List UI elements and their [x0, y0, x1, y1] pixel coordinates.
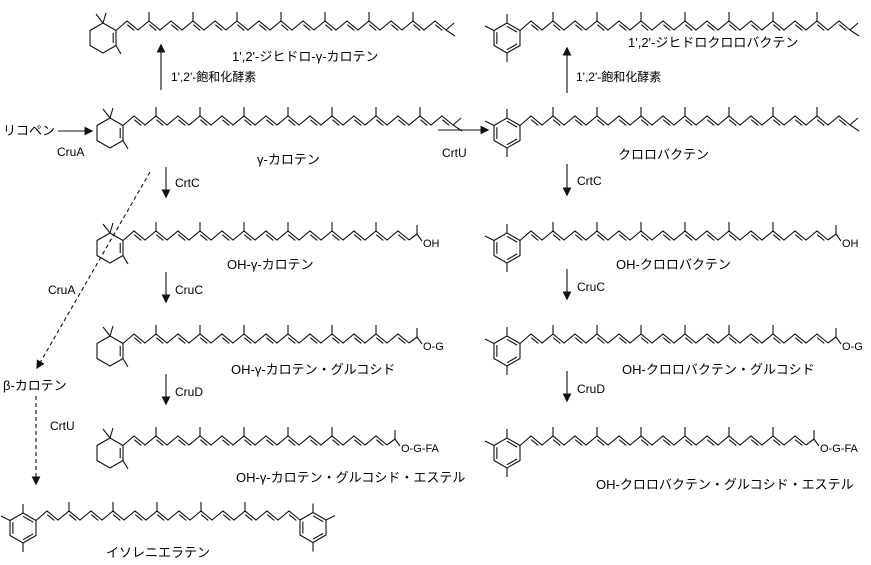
compound-label-oh-gamma-carotene-glucoside-ester: OH-γ-カロテン・グルコシド・エステル — [236, 470, 466, 485]
compound-label-chlorobactene: クロロバクテン — [618, 147, 710, 162]
enzyme-label-saturase-left: 1',2'-飽和化酵素 — [171, 70, 257, 84]
substituent-label-og-right: O-G — [842, 341, 863, 353]
enzyme-label-crtU-side: CrtU — [50, 419, 75, 433]
enzyme-label-saturase-right: 1',2'-飽和化酵素 — [576, 70, 662, 84]
compound-label-dihydro-gamma-carotene: 1',2'-ジヒドロ-γ-カロテン — [232, 49, 379, 64]
enzyme-label-crtU-top: CrtU — [442, 146, 467, 160]
compound-label-gamma-carotene: γ-カロテン — [257, 152, 320, 167]
enzyme-label-cruD-left: CruD — [175, 385, 204, 399]
compound-label-oh-chlorobactene-glucoside-ester: OH-クロロバクテン・グルコシド・エステル — [596, 477, 854, 492]
enzyme-label-cruD-right: CruD — [577, 382, 606, 396]
substituent-label-ogfa-left: O-G-FA — [401, 443, 439, 455]
compound-label-oh-chlorobactene-glucoside: OH-クロロバクテン・グルコシド — [622, 362, 815, 377]
compound-label-isorenieratene: イソレニエラテン — [106, 545, 211, 560]
substituent-label-og-left: O-G — [423, 341, 444, 353]
compound-label-oh-gamma-carotene: OH-γ-カロテン — [227, 257, 314, 272]
substituent-label-oh-right: OH — [842, 238, 859, 250]
compound-label-oh-gamma-carotene-glucoside: OH-γ-カロテン・グルコシド — [231, 362, 396, 377]
enzyme-label-cruC-right: CruC — [577, 280, 606, 294]
substituent-label-oh-left: OH — [423, 238, 440, 250]
enzyme-label-cruA-side: CruA — [48, 283, 76, 297]
substituent-label-ogfa-right: O-G-FA — [820, 443, 858, 455]
compound-label-beta-carotene: β-カロテン — [3, 378, 67, 393]
enzyme-label-crtC-left: CrtC — [175, 176, 200, 190]
enzyme-label-cruA-top: CruA — [57, 145, 85, 159]
compound-label-oh-chlorobactene: OH-クロロバクテン — [616, 257, 731, 272]
compound-label-dihydro-chlorobactene: 1',2'-ジヒドロクロロバクテン — [628, 35, 799, 50]
compound-label-lycopene: リコペン — [3, 123, 56, 138]
enzyme-label-cruC-left: CruC — [175, 283, 204, 297]
enzyme-label-crtC-right: CrtC — [577, 174, 602, 188]
